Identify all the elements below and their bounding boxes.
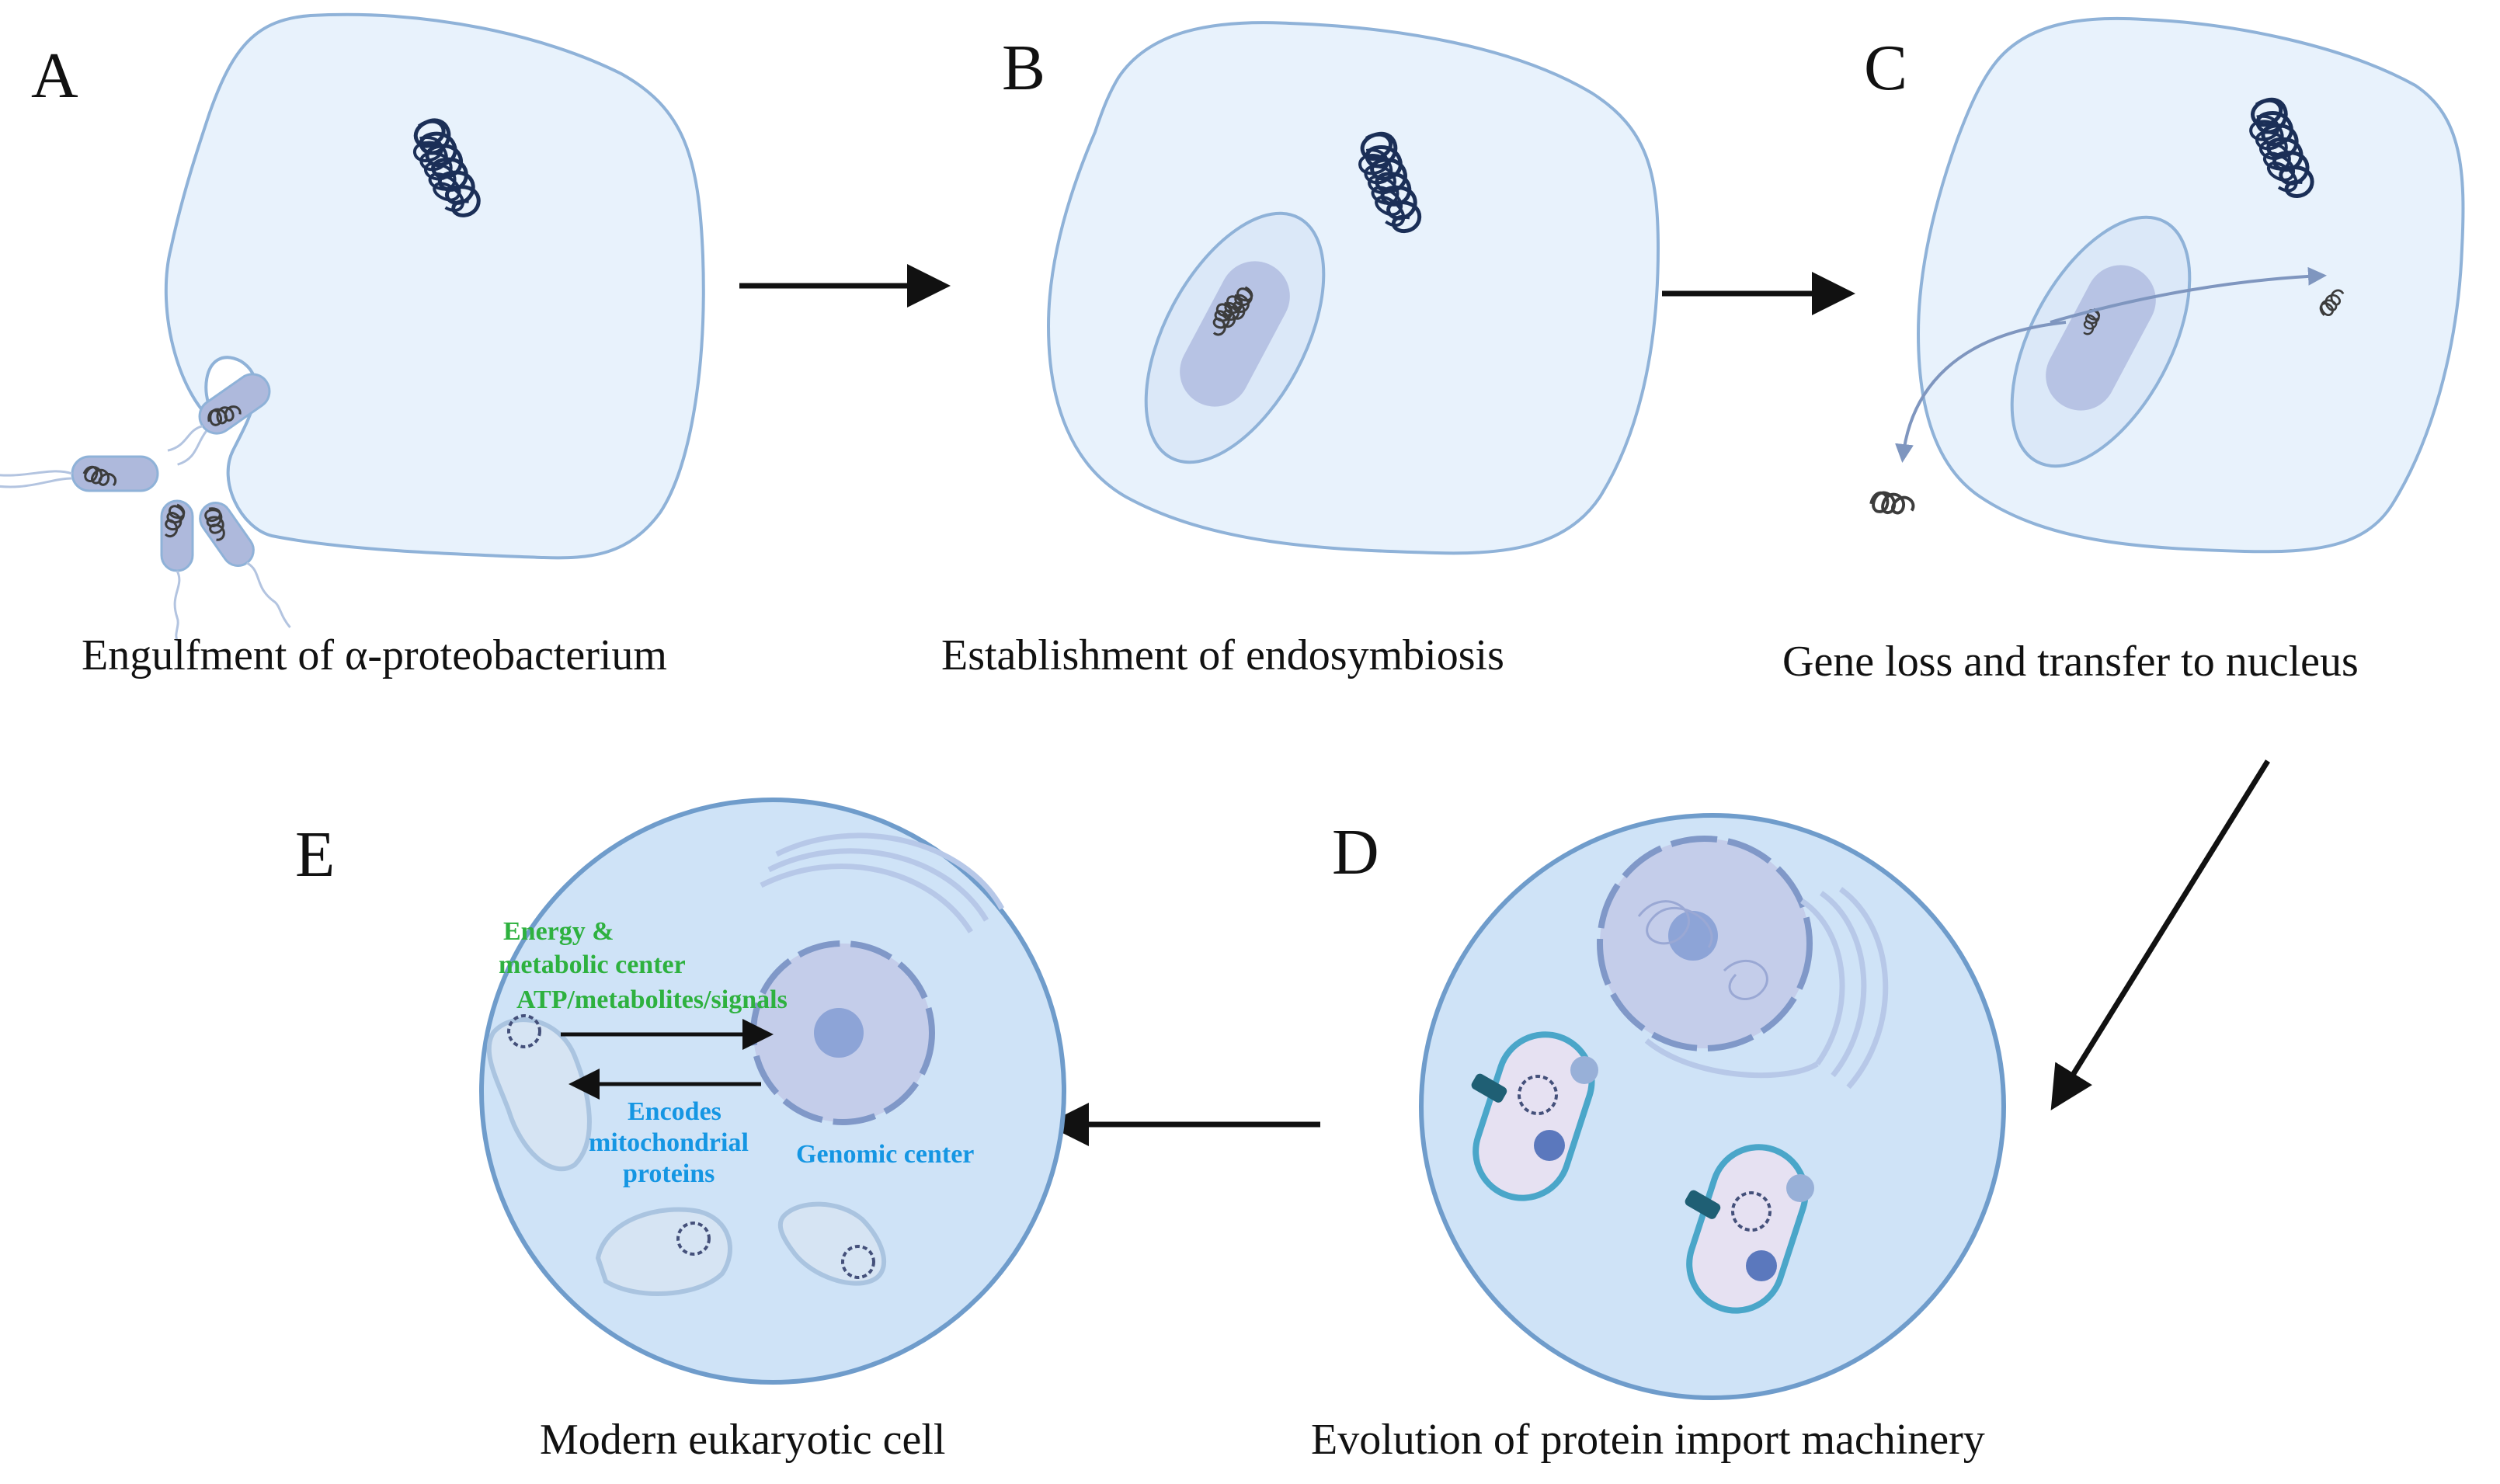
eukaryotic-cell-d [1419, 813, 2006, 1400]
import-complex-icon [1685, 1174, 1814, 1281]
endosymbiont [1144, 211, 1326, 464]
nucleus-icon [750, 940, 935, 1125]
encodes-label-line1: Encodes [628, 1097, 721, 1126]
atp-label: ATP/metabolites/signals [516, 985, 788, 1014]
gene-loss-arrow [1895, 321, 2067, 463]
golgi-icon [1644, 887, 1889, 1090]
panel-d: D Evolution of protein import machinery [1311, 813, 2006, 1464]
panel-d-letter: D [1332, 816, 1379, 888]
energy-label-line2: metabolic center [499, 951, 686, 979]
panel-c: C Gene loss and transfer to nucleus [1782, 16, 2465, 686]
nucleus-icon [1597, 836, 1813, 1051]
lost-dna-icon [1867, 485, 1916, 520]
host-cell-a [164, 12, 705, 560]
panel-e-caption: Modern eukaryotic cell [540, 1416, 945, 1464]
genomic-center-label: Genomic center [796, 1140, 974, 1169]
panel-c-letter: C [1864, 32, 1907, 104]
encodes-label-line3: proteins [623, 1159, 715, 1188]
mitochondrion-icon [486, 1014, 592, 1172]
panel-d-caption: Evolution of protein import machinery [1311, 1416, 1985, 1464]
panel-a: A Engulfment of α-proteobacterium [0, 12, 705, 679]
panel-a-caption: Engulfment of α-proteobacterium [82, 631, 667, 679]
mitochondrion-icon [595, 1207, 732, 1297]
mitochondrion-icon [1685, 1144, 1814, 1314]
bacterium-icon [198, 502, 291, 628]
panel-e-letter: E [295, 818, 335, 891]
panel-b-caption: Establishment of endosymbiosis [941, 631, 1504, 679]
mitochondrion-icon [777, 1201, 886, 1286]
host-cell-b [1046, 21, 1660, 555]
encodes-label-line2: mitochondrial [589, 1128, 749, 1157]
mitochondrion-icon [1471, 1031, 1598, 1201]
panel-b: B Establishment of endosymbiosis [941, 21, 1660, 679]
bacterium-icon [167, 373, 271, 466]
panel-a-letter: A [31, 40, 78, 112]
bacterium-icon [0, 455, 159, 492]
panel-c-caption: Gene loss and transfer to nucleus [1782, 638, 2359, 686]
energy-label-line1: Energy & [503, 917, 614, 946]
panel-b-letter: B [1002, 32, 1045, 104]
import-complex-icon [1471, 1056, 1598, 1161]
golgi-icon [760, 832, 1005, 933]
transfer-arrow-to-nucleus [2050, 266, 2327, 324]
bacterium-icon [160, 499, 194, 641]
arrow-c-to-d [2050, 759, 2270, 1110]
panel-e: E Energy & metabolic center ATP/metaboli… [295, 798, 1066, 1464]
